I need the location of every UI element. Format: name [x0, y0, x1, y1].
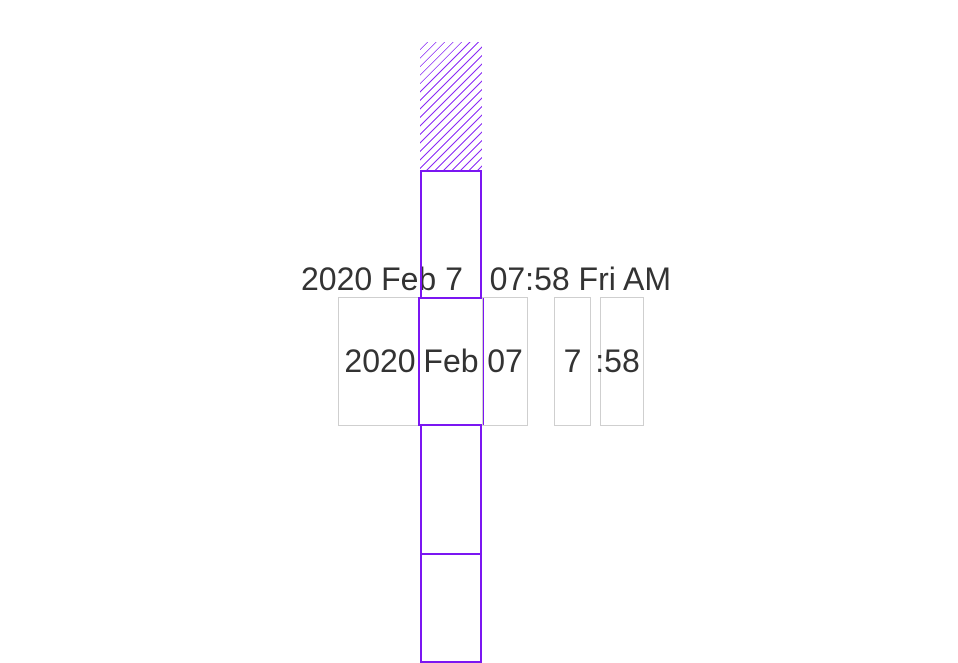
selected-datetime-summary: 2020 Feb 7 07:58 Fri AM	[301, 261, 671, 297]
year-value: 2020	[344, 343, 416, 379]
month-value: Feb	[423, 343, 479, 379]
month-strip-overscroll-hatch	[420, 42, 482, 171]
hour-column[interactable]: 7	[554, 297, 591, 426]
month-column[interactable]: Feb	[418, 297, 484, 426]
hour-value: 7	[563, 343, 582, 379]
day-value: 07	[487, 343, 523, 379]
minute-value: :58	[595, 343, 640, 379]
month-strip-cell-below[interactable]	[420, 426, 482, 555]
year-column[interactable]: 2020	[338, 297, 420, 426]
minute-column[interactable]: :58	[595, 297, 644, 426]
month-strip-cell-below-2[interactable]	[420, 553, 482, 663]
day-column[interactable]: 07	[482, 297, 528, 426]
month-strip-cell-above[interactable]	[420, 170, 482, 298]
